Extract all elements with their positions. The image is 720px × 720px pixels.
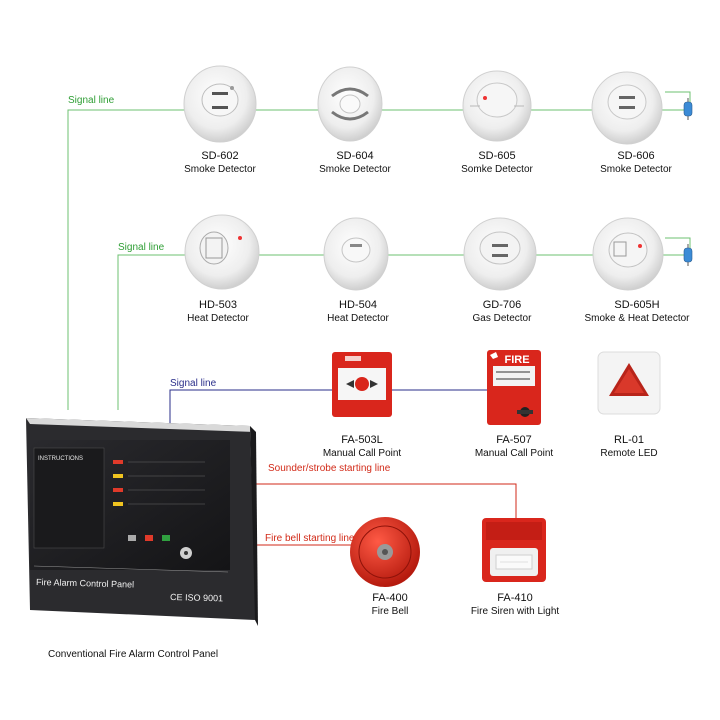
device-label-hd504: HD-504 Heat Detector <box>308 299 408 325</box>
device-name: Gas Detector <box>472 313 532 324</box>
device-code: SD-602 <box>201 150 239 162</box>
device-name: Heat Detector <box>327 313 389 324</box>
device-code: SD-605 <box>478 150 516 162</box>
panel-instructions-label: INSTRUCTIONS <box>38 456 83 462</box>
device-code: FA-503L <box>341 434 383 446</box>
fire-alarm-control-panel <box>26 418 258 626</box>
bell-line-label: Fire bell starting line <box>265 533 355 544</box>
smoke-detector-icon <box>183 65 257 143</box>
fire-badge: FIRE <box>504 354 529 366</box>
sounder-line-label: Sounder/strobe starting line <box>268 463 391 474</box>
device-name: Somke Detector <box>461 164 533 175</box>
device-code: HD-504 <box>339 299 377 311</box>
smoke-detector-icon <box>591 71 663 145</box>
device-name: Remote LED <box>600 448 658 459</box>
device-label-fa507: FA-507 Manual Call Point <box>464 434 564 460</box>
device-code: GD-706 <box>482 299 522 311</box>
device-name: Smoke Detector <box>319 164 391 175</box>
diagram-caption: Conventional Fire Alarm Control Panel <box>48 649 219 660</box>
signal-line-label-row3: Signal line <box>170 378 217 389</box>
device-code: SD-605H <box>614 299 660 311</box>
signal-line-row3 <box>169 389 490 430</box>
panel-certification: CE ISO 9001 <box>170 592 223 603</box>
device-name: Smoke & Heat Detector <box>584 313 690 324</box>
device-label-sd602: SD-602 Smoke Detector <box>170 150 270 176</box>
resistor-icon <box>683 98 693 120</box>
panel-led-zone-indicators <box>113 460 205 506</box>
remote-led-icon <box>597 351 661 415</box>
device-name: Smoke Detector <box>184 164 256 175</box>
signal-line-label-row2: Signal line <box>118 242 165 253</box>
device-code: FA-410 <box>497 592 533 604</box>
signal-line-row2 <box>117 237 691 410</box>
device-name: Fire Siren with Light <box>470 606 560 617</box>
device-label-hd503: HD-503 Heat Detector <box>168 299 268 325</box>
gas-detector-icon <box>463 217 537 291</box>
device-code: FA-507 <box>496 434 532 446</box>
device-label-sd606: SD-606 Smoke Detector <box>586 150 686 176</box>
fire-siren-icon <box>482 518 546 582</box>
device-code: FA-400 <box>372 592 408 604</box>
device-label-fa410: FA-410 Fire Siren with Light <box>460 592 570 618</box>
device-code: HD-503 <box>199 299 237 311</box>
manual-call-point-icon <box>332 352 392 417</box>
fire-bell-icon <box>350 517 420 587</box>
device-name: Manual Call Point <box>474 448 554 459</box>
device-label-gd706: GD-706 Gas Detector <box>452 299 552 325</box>
device-name: Heat Detector <box>187 313 249 324</box>
heat-detector-icon <box>184 214 260 290</box>
smoke-heat-detector-icon <box>592 217 664 291</box>
device-label-rl01: RL-01 Remote LED <box>579 434 679 460</box>
heat-detector-icon <box>323 217 389 291</box>
device-label-fa400: FA-400 Fire Bell <box>340 592 440 618</box>
smoke-detector-icon <box>462 70 532 142</box>
panel-title: Fire Alarm Control Panel <box>36 577 134 590</box>
device-label-sd605: SD-605 Somke Detector <box>447 150 547 176</box>
panel-buttons <box>128 535 192 559</box>
signal-line-label-row1: Signal line <box>68 95 115 106</box>
sounder-line <box>255 483 517 520</box>
device-label-sd605h: SD-605H Smoke & Heat Detector <box>576 299 698 325</box>
fire-call-point-icon <box>487 350 541 425</box>
smoke-detector-icon <box>317 66 383 142</box>
device-label-sd604: SD-604 Smoke Detector <box>305 150 405 176</box>
device-code: SD-604 <box>336 150 374 162</box>
device-name: Fire Bell <box>371 606 409 617</box>
device-label-fa503l: FA-503L Manual Call Point <box>312 434 412 460</box>
device-code: RL-01 <box>614 434 644 446</box>
resistor-icon <box>683 244 693 266</box>
device-name: Manual Call Point <box>322 448 402 459</box>
device-name: Smoke Detector <box>600 164 672 175</box>
device-code: SD-606 <box>617 150 655 162</box>
